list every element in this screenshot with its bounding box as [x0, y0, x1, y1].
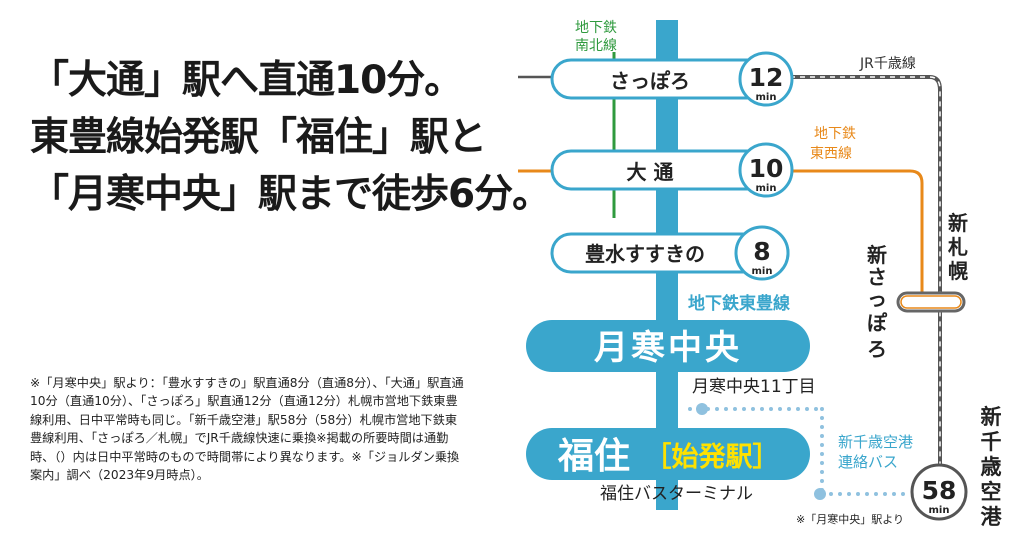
station-odori-name: 大 通 — [627, 160, 674, 184]
bus-stop-tsukisamu-11-label: 月寒中央11丁目 — [692, 377, 816, 397]
shin-sapporo-jr-char: 札 — [947, 235, 968, 259]
bus-line-label-1: 新千歳空港 — [838, 433, 913, 451]
station-fukuzumi-tag: ［始発駅］ — [645, 441, 780, 473]
station-fukuzumi-name: 福住 — [557, 436, 630, 477]
footnote: ※「月寒中央」駅より：「豊水すすきの」駅直通8分（直通8分）、「大通」駅直通10… — [30, 376, 464, 483]
headline: 「大通」駅へ直通10分。 東豊線始発駅「福住」駅と 「月寒中央」駅まで徒歩6分。 — [30, 52, 551, 223]
shin-sapporo-label: 新 さ っ ぽ ろ — [867, 243, 888, 361]
station-odori-unit: min — [756, 183, 777, 194]
station-fukuzumi: 福住 ［始発駅］ — [526, 428, 810, 480]
station-tsukisamu-chuo: 月寒中央 — [526, 320, 810, 372]
headline-line-2: 東豊線始発駅「福住」駅と — [30, 115, 487, 160]
station-sapporo-name: さっぽろ — [610, 69, 690, 93]
station-odori-minutes: 10 — [749, 154, 784, 183]
station-hosui-unit: min — [752, 266, 773, 277]
shin-sapporo-jr-char: 幌 — [948, 259, 968, 283]
shin-sapporo-jr-char: 新 — [948, 211, 968, 235]
new-chitose-char: 空 — [981, 480, 1002, 504]
station-sapporo: さっぽろ 12 min — [550, 51, 794, 107]
from-tsukisamu-note: ※「月寒中央」駅より — [796, 512, 904, 526]
tozai-label-2: 東西線 — [810, 146, 852, 162]
bus-stop-tsukisamu-11 — [696, 403, 708, 415]
tozai-label-1: 地下鉄 — [814, 126, 856, 142]
bus-stop-fukuzumi-terminal-label: 福住バスターミナル — [600, 484, 753, 504]
shin-sapporo-transfer-inner — [900, 295, 962, 309]
station-sapporo-minutes: 12 — [749, 63, 784, 92]
new-chitose-unit: min — [929, 505, 950, 516]
new-chitose-label: 新 千 歳 空 港 — [981, 405, 1003, 529]
station-odori: 大 通 10 min — [550, 142, 794, 198]
shin-sapporo-char: っ — [867, 287, 887, 311]
new-chitose-minutes: 58 — [922, 476, 957, 505]
jr-chitose-label: JR千歳線 — [859, 56, 916, 72]
new-chitose-char: 新 — [981, 405, 1002, 429]
jr-chitose-line-east — [790, 75, 942, 478]
toho-line-label: 地下鉄東豊線 — [688, 293, 790, 314]
bus-line-label-2: 連絡バス — [838, 453, 898, 471]
station-tsukisamu-name: 月寒中央 — [594, 328, 742, 368]
new-chitose-char: 千 — [981, 430, 1002, 454]
station-hosui-susukino: 豊水すすきの 8 min — [550, 225, 790, 281]
shin-sapporo-char: 新 — [867, 243, 887, 267]
bus-stop-fukuzumi-terminal — [814, 488, 826, 500]
new-chitose-char: 港 — [981, 505, 1003, 529]
shin-sapporo-char: ろ — [867, 337, 887, 361]
shin-sapporo-transfer — [896, 291, 966, 313]
headline-line-1: 「大通」駅へ直通10分。 — [30, 58, 463, 103]
station-sapporo-unit: min — [756, 92, 777, 103]
nanboku-label-2: 南北線 — [575, 38, 617, 54]
jr-chitose-dash — [790, 76, 941, 478]
shin-sapporo-char: ぽ — [867, 311, 888, 335]
tozai-line-east — [790, 169, 924, 296]
new-chitose-char: 歳 — [981, 455, 1002, 479]
shin-sapporo-jr-label: 新 札 幌 — [946, 211, 972, 286]
station-hosui-name: 豊水すすきの — [585, 242, 705, 266]
nanboku-label-1: 地下鉄 — [575, 20, 617, 36]
station-hosui-minutes: 8 — [753, 237, 770, 266]
shin-sapporo-char: さ — [867, 265, 887, 289]
new-chitose-time: 58 min — [910, 463, 968, 521]
headline-line-3: 「月寒中央」駅まで徒歩6分。 — [30, 172, 551, 217]
